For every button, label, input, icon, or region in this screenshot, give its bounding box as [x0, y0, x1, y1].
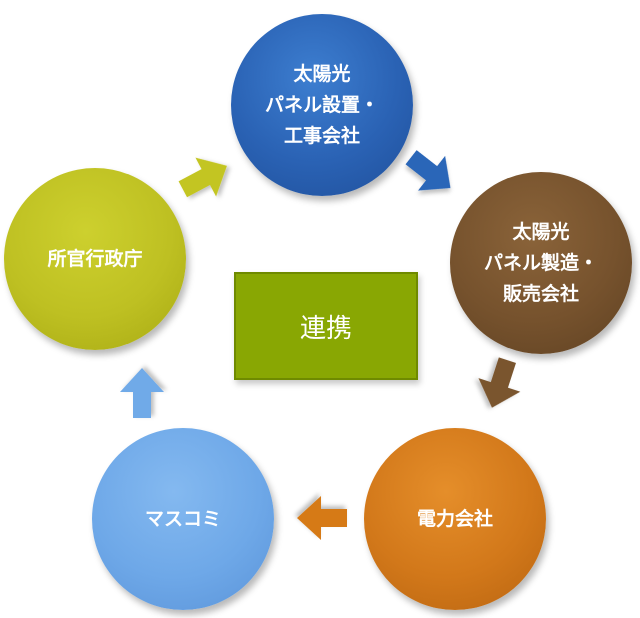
node-label-line: 太陽光 — [512, 220, 570, 243]
node-solar-maker: 太陽光 パネル製造・ 販売会社 — [450, 172, 632, 354]
node-label-line: 電力会社 — [416, 507, 493, 530]
node-label-line: パネル製造・ — [483, 251, 598, 274]
node-media: マスコミ — [92, 428, 274, 610]
node-label-line: マスコミ — [144, 507, 221, 530]
node-label-line: 工事会社 — [283, 124, 360, 147]
arrow-shape — [178, 157, 227, 198]
node-label-line: 販売会社 — [502, 282, 579, 305]
node-label-line: 所官行政庁 — [47, 247, 143, 270]
arrow-media-to-agency — [120, 368, 164, 418]
center-label: 連携 — [299, 313, 352, 344]
node-label-line: 太陽光 — [293, 62, 351, 85]
node-label-line: パネル設置・ — [264, 93, 379, 116]
node-government-agency: 所官行政庁 — [4, 168, 186, 350]
arrow-power-to-media — [297, 496, 347, 540]
arrow-solar-install-to-solar-maker — [405, 150, 451, 191]
arrow-shape — [297, 496, 347, 540]
node-solar-install: 太陽光 パネル設置・ 工事会社 — [231, 14, 413, 196]
center-label-box: 連携 — [234, 272, 418, 380]
arrow-shape — [405, 150, 451, 191]
arrow-shape — [478, 357, 521, 408]
arrow-shape — [120, 368, 164, 418]
arrow-solar-maker-to-power — [478, 357, 521, 408]
node-power-company: 電力会社 — [364, 428, 546, 610]
arrow-agency-to-solar-install — [178, 157, 227, 198]
